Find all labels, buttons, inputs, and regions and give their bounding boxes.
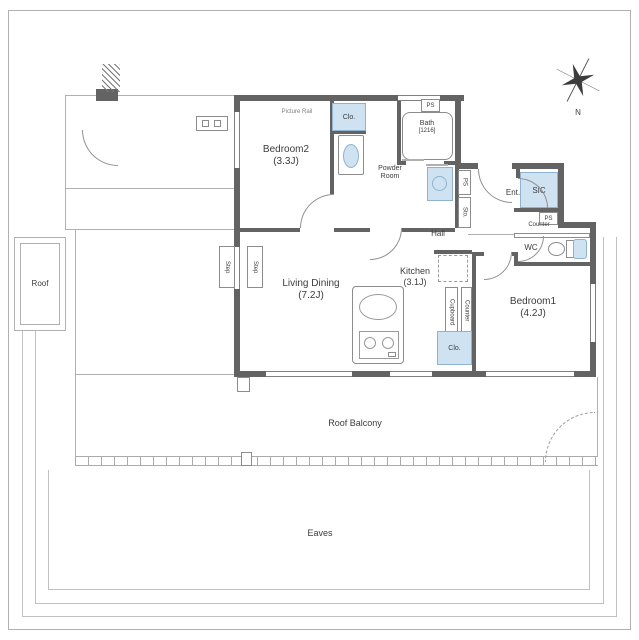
storage: Sto.: [458, 197, 471, 228]
sink-bowl: [343, 144, 359, 168]
step: Step: [247, 246, 263, 288]
roof-label: Roof: [31, 279, 49, 289]
cupboard: Cupboard: [445, 287, 458, 337]
counter: [514, 233, 590, 238]
picture-rail-label: Picture Rail: [281, 109, 313, 115]
roof-inner-outline: [20, 243, 60, 325]
eaves-outline: [48, 470, 590, 590]
closet: Clo.: [332, 103, 366, 131]
eaves-outline: [35, 237, 604, 604]
wall: [444, 161, 461, 165]
living-dining-label: Living Dining(7.2J): [282, 278, 340, 301]
wall: [330, 101, 334, 194]
kitchen-counter: [352, 286, 404, 364]
wall: [397, 101, 401, 163]
window: [266, 371, 352, 377]
kitchen-label: Kitchen(3.1J): [399, 266, 431, 287]
pipe-space: PS: [539, 212, 558, 225]
stove-icon: [359, 331, 399, 359]
pipe-space: PS: [458, 170, 471, 195]
wall: [330, 131, 366, 134]
entrance-label: Ent.: [505, 188, 521, 197]
washing-machine-icon: [427, 167, 453, 201]
wall: [455, 169, 459, 228]
balcony-top-line: [75, 374, 235, 375]
window: [398, 95, 440, 101]
compass-star-icon: [556, 58, 600, 102]
drain-pipe: [241, 452, 252, 466]
washer-drum: [432, 176, 447, 191]
wall: [455, 95, 461, 169]
wall: [476, 252, 484, 256]
wall: [234, 95, 240, 377]
roof-balcony-label: Roof Balcony: [328, 418, 382, 428]
bedroom1-label: Bedroom1(4.2J): [509, 296, 557, 319]
window: [390, 371, 432, 377]
north-label: N: [575, 107, 581, 117]
entrance-step-line: [468, 234, 514, 235]
wall: [434, 250, 472, 254]
window: [234, 112, 240, 168]
wall: [402, 228, 455, 232]
wall: [512, 163, 564, 169]
meter-dial: [214, 120, 221, 127]
pillar: [96, 89, 118, 101]
wall: [334, 228, 370, 232]
corridor-divider-line: [65, 188, 237, 189]
wall: [455, 163, 478, 169]
vanity-sink-icon: [338, 135, 364, 175]
wall: [558, 163, 564, 228]
step: Step: [219, 246, 235, 288]
eaves-label: Eaves: [307, 528, 333, 538]
burner: [382, 337, 394, 349]
compass: N: [554, 58, 602, 117]
sliding-door: [402, 159, 424, 161]
kitchen-sink-icon: [359, 294, 397, 320]
wall: [397, 161, 406, 165]
wall: [514, 262, 594, 266]
meter-box-icon: [196, 116, 228, 131]
balcony-right-line: [597, 377, 598, 457]
toilet-icon: [548, 242, 565, 256]
window: [486, 371, 574, 377]
building-continuation-mark: [102, 64, 120, 92]
sliding-door: [426, 164, 448, 166]
wall: [514, 208, 562, 212]
wall: [472, 252, 476, 377]
kitchen-counter-strip: Counter: [461, 287, 472, 335]
closet: Clo.: [437, 331, 472, 365]
wall: [237, 228, 300, 232]
grill: [388, 352, 396, 357]
bathtub-icon: [402, 112, 453, 160]
refrigerator-icon: [438, 255, 468, 282]
wall: [558, 222, 596, 228]
image-border: [8, 10, 631, 630]
roof-outline: [14, 237, 66, 331]
pipe-space: PS: [421, 99, 440, 112]
wall: [516, 169, 520, 178]
balcony-pillar: [237, 377, 250, 392]
bath-label: Bath[1216]: [418, 120, 436, 135]
window: [590, 284, 596, 342]
meter-dial: [202, 120, 209, 127]
balcony-railing: [75, 456, 598, 466]
hall-label: Hall: [431, 229, 445, 238]
counter-label: Counter: [528, 222, 550, 228]
wall: [514, 252, 518, 266]
bedroom2-label: Bedroom2(3.3J): [262, 144, 310, 167]
wash-basin-icon: [573, 239, 587, 259]
eaves-outline: [22, 237, 617, 617]
balcony-left-line: [75, 230, 76, 466]
wall: [234, 95, 464, 101]
burner: [364, 337, 376, 349]
